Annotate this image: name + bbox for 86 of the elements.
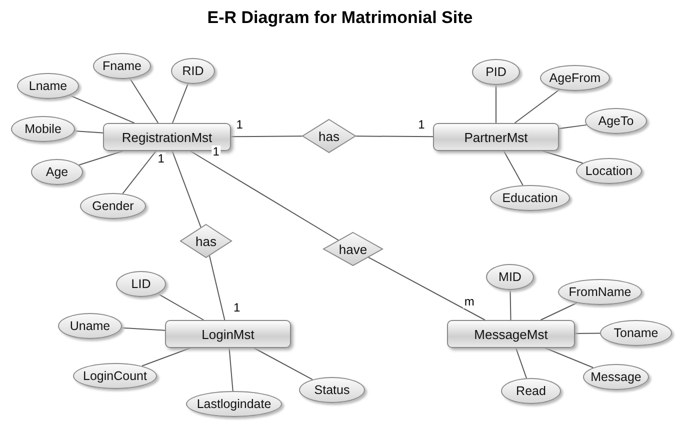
node-label: Location	[585, 164, 633, 178]
connector-line	[230, 136, 303, 138]
attribute-ellipse	[558, 279, 642, 305]
cardinality-label: 1	[417, 118, 426, 132]
connector-line	[503, 150, 524, 186]
node-label: PID	[486, 65, 506, 79]
connector-line	[69, 94, 135, 124]
attribute-ellipse	[58, 313, 122, 339]
node-label: Message	[590, 370, 642, 384]
node-label: MessageMst	[474, 326, 548, 342]
connector-line	[78, 150, 124, 166]
node-label: AgeTo	[598, 114, 634, 128]
node-label: Mobile	[24, 122, 62, 136]
node-label: RID	[182, 64, 204, 78]
node-label: Gender	[92, 199, 134, 213]
connector-line	[129, 78, 159, 124]
attribute-ellipse	[299, 377, 365, 403]
attribute-ellipse	[73, 363, 157, 389]
connector-line	[228, 348, 234, 392]
connector-line	[172, 150, 202, 228]
node-label: have	[338, 242, 368, 256]
attribute-ellipse	[31, 159, 83, 185]
node-label: LID	[131, 277, 151, 291]
node-label: Age	[46, 165, 68, 179]
node-label: PartnerMst	[464, 130, 528, 144]
node-label: MID	[498, 270, 522, 284]
cardinality-label: 1	[235, 118, 244, 132]
node-label: Read	[516, 384, 546, 398]
connector-line	[74, 130, 104, 134]
connector-line	[514, 89, 560, 124]
connector-line	[190, 150, 339, 241]
connector-line	[208, 255, 226, 320]
attribute-ellipse	[600, 320, 672, 346]
node-label: FromName	[568, 285, 632, 299]
attribute-ellipse	[80, 193, 146, 219]
node-label: LoginMst	[202, 326, 254, 342]
connector-line	[355, 136, 434, 138]
node-label: LoginCount	[83, 369, 147, 383]
diagram-title: E-R Diagram for Matrimonial Site	[206, 8, 474, 28]
connector-line	[510, 290, 512, 320]
connector-line	[122, 150, 157, 194]
node-label: Uname	[70, 319, 110, 333]
node-label: RegistrationMst	[122, 130, 212, 144]
cardinality-label: 1	[212, 145, 220, 158]
connector-line	[540, 302, 578, 320]
connector-line	[544, 348, 594, 368]
node-label: Status	[314, 383, 350, 397]
connector-line	[121, 327, 166, 331]
entity-box	[165, 320, 291, 348]
attribute-ellipse	[186, 391, 282, 417]
relationship-diamond	[323, 232, 383, 266]
node-label: has	[318, 128, 340, 144]
connector-line	[141, 348, 191, 366]
node-label: has	[196, 234, 216, 248]
attribute-ellipse	[486, 264, 534, 290]
attribute-ellipse	[501, 378, 561, 404]
cardinality-label: 1	[156, 152, 166, 166]
connector-line	[515, 348, 527, 379]
connector-line	[558, 124, 587, 130]
attribute-ellipse	[585, 108, 647, 134]
entity-box	[447, 320, 575, 348]
node-label: Lname	[28, 79, 68, 93]
attribute-ellipse	[11, 116, 75, 142]
attribute-ellipse	[116, 271, 166, 297]
attribute-ellipse	[472, 59, 520, 85]
relationship-diamond	[180, 224, 232, 258]
attribute-ellipse	[490, 185, 570, 211]
connector-line	[157, 293, 204, 320]
connector-line	[368, 256, 486, 320]
connector-line	[172, 83, 188, 124]
entity-box	[433, 123, 559, 151]
node-label: Toname	[614, 326, 658, 340]
node-label: Lastlogindate	[196, 397, 272, 411]
attribute-ellipse	[583, 364, 649, 390]
connector-line	[254, 348, 314, 380]
attribute-ellipse	[93, 53, 151, 79]
attribute-ellipse	[171, 58, 215, 84]
node-label: AgeFrom	[549, 71, 601, 85]
connector-line	[542, 150, 584, 164]
attribute-ellipse	[540, 65, 610, 91]
node-label: Fname	[102, 59, 142, 73]
relationship-diamond	[302, 119, 356, 153]
attribute-ellipse	[17, 73, 79, 99]
attribute-ellipse	[576, 158, 642, 184]
connector-line	[574, 332, 600, 334]
node-label: Education	[502, 191, 558, 205]
